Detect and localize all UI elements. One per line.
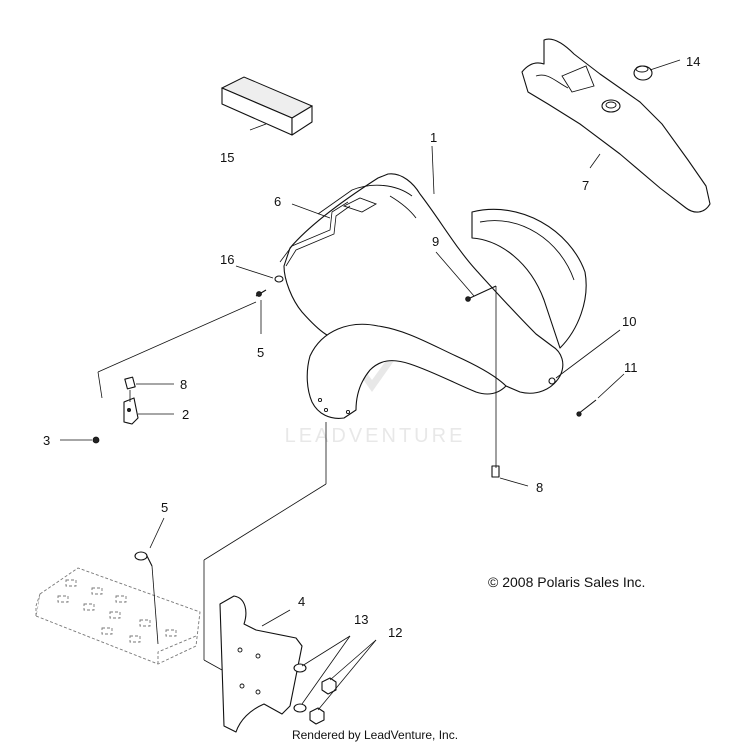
front-fender-part-1 xyxy=(283,173,587,419)
callout-11: 11 xyxy=(624,360,638,375)
bolt-part-5-lower xyxy=(134,551,153,567)
copyright-notice: © 2008 Polaris Sales Inc. xyxy=(488,574,646,590)
callout-8-upper: 8 xyxy=(180,377,187,392)
callout-8-lower: 8 xyxy=(536,480,543,495)
footrest-reference xyxy=(35,567,201,665)
screw-part-3 xyxy=(92,436,100,444)
callout-9: 9 xyxy=(432,234,439,249)
callout-15: 15 xyxy=(220,150,234,165)
rendered-by-footer: Rendered by LeadVenture, Inc. xyxy=(291,728,459,742)
callout-labels: 1 2 3 4 5 5 6 7 8 8 9 10 11 12 13 14 15 … xyxy=(43,54,700,640)
pin-part-11 xyxy=(576,399,597,417)
bracket-part-2 xyxy=(123,397,139,425)
washer-part-13 xyxy=(293,663,307,713)
callout-5-upper: 5 xyxy=(257,345,264,360)
washer-part-16 xyxy=(274,275,284,283)
callout-12: 12 xyxy=(388,625,402,640)
screw-part-9 xyxy=(465,285,497,302)
callout-4: 4 xyxy=(298,594,305,609)
fender-cover-part-7 xyxy=(521,38,711,213)
callout-7: 7 xyxy=(582,178,589,193)
nut-part-12 xyxy=(309,677,337,725)
foam-block-part-15 xyxy=(220,76,314,136)
callout-6: 6 xyxy=(274,194,281,209)
callout-16: 16 xyxy=(220,252,234,267)
watermark-text: LEADVENTURE xyxy=(285,425,466,447)
clip-nut-part-8-upper xyxy=(124,376,136,390)
leader-lines xyxy=(60,59,681,711)
clip-nut-part-8-lower xyxy=(491,465,500,478)
callout-1: 1 xyxy=(430,130,437,145)
callout-10: 10 xyxy=(622,314,636,329)
callout-5-lower: 5 xyxy=(161,500,168,515)
callout-14: 14 xyxy=(686,54,700,69)
callout-13: 13 xyxy=(354,612,368,627)
callout-3: 3 xyxy=(43,433,50,448)
mud-flap-part-4 xyxy=(219,595,303,733)
bolt-part-5-upper xyxy=(255,289,267,297)
cap-part-14 xyxy=(633,65,653,81)
brace-rod-part-6 xyxy=(279,201,351,267)
callout-2: 2 xyxy=(182,407,189,422)
